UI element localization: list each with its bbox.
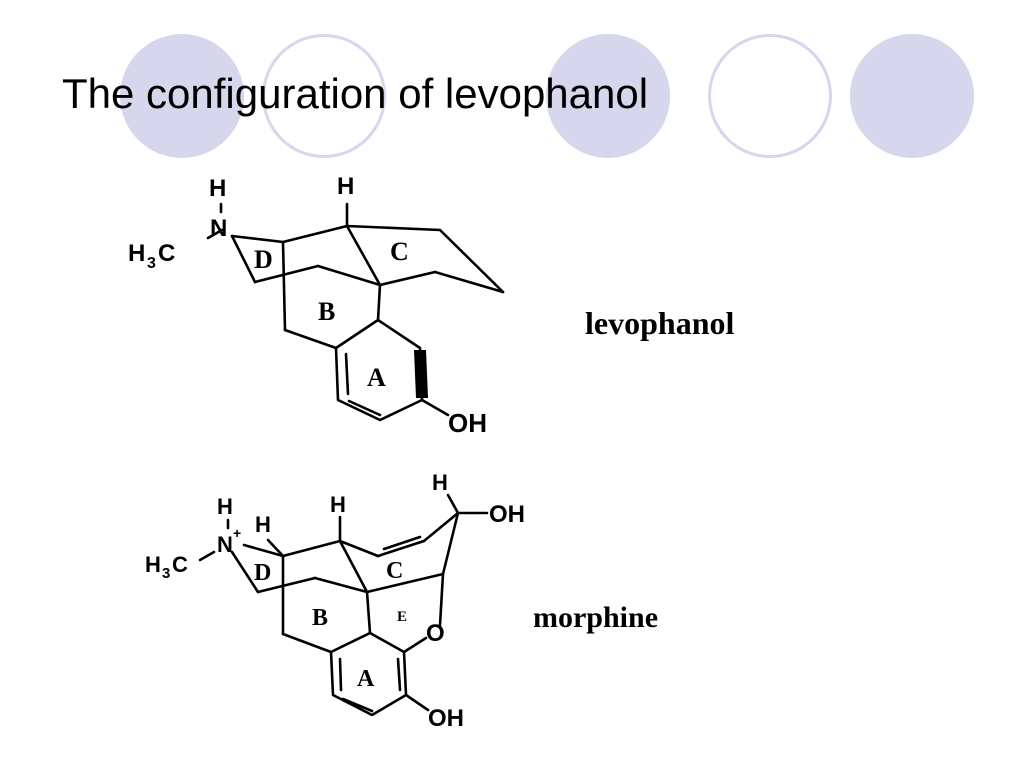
mor-bond-b7	[281, 539, 342, 558]
mor-bond-to-oh	[404, 693, 430, 712]
mor-bond-c1	[338, 539, 380, 558]
lev-bond-to-oh	[420, 398, 450, 417]
mor-atom-h3c-subscript: 3	[162, 565, 170, 582]
lev-atom-h3c-subscript: 3	[147, 255, 156, 272]
lev-wedge-bond	[414, 350, 428, 398]
decor-circle-3	[546, 34, 670, 158]
lev-bond-b6	[253, 264, 320, 284]
mor-atom-h-on-c9: H	[255, 512, 271, 537]
lev-ring-label-a: A	[367, 363, 386, 392]
lev-atom-h3c-h: H	[128, 240, 145, 267]
levophanol-structure: H N H 3 C H OH D C B A	[128, 173, 505, 438]
decor-circle-5	[850, 34, 974, 158]
lev-bond-c4	[378, 270, 437, 287]
mor-atom-oh-c6: OH	[489, 501, 525, 528]
mor-bond-b3	[365, 590, 372, 635]
mor-atom-oh-phenol: OH	[428, 705, 464, 732]
lev-bond-b3	[376, 283, 382, 322]
mor-bond-h-c9	[266, 538, 285, 558]
decor-circle-2	[262, 34, 386, 158]
mor-atom-h-c6: H	[432, 470, 448, 495]
mor-atom-charge: +	[233, 525, 241, 541]
lev-bond-b1	[283, 328, 338, 350]
lev-ring-label-c: C	[390, 237, 409, 266]
lev-bond-c2	[438, 228, 505, 294]
mor-ring-a-inner-2	[341, 697, 374, 713]
mor-ring-a-inner-3	[396, 657, 402, 692]
mor-atom-h3c-h: H	[145, 552, 161, 577]
lev-bond-b4	[345, 224, 382, 287]
mor-ring-a-inner-1	[338, 657, 343, 692]
mor-atom-o-ether: O	[426, 620, 445, 647]
morphine-structure: H N + H H 3 C H H OH O OH D C B E A	[145, 470, 525, 732]
mor-bond-d2	[242, 543, 285, 558]
mor-ring-label-c: C	[386, 558, 403, 584]
lev-bond-d1	[230, 234, 257, 284]
mor-bond-h-c6	[446, 493, 460, 515]
lev-atom-bridge-h: H	[337, 173, 354, 200]
mor-bond-c4	[441, 511, 460, 576]
decor-circle-1	[120, 34, 244, 158]
levophanol-label: levophanol	[585, 305, 735, 341]
mor-bond-c2	[376, 539, 426, 558]
mor-bond-e2	[438, 572, 445, 627]
mor-ring-label-a: A	[357, 666, 375, 692]
mor-atom-h-on-n: H	[217, 494, 233, 519]
lev-ring-a-inner-2	[347, 399, 382, 417]
lev-ring-label-b: B	[318, 297, 335, 326]
morphine-label: morphine	[533, 601, 659, 634]
slide-title: The configuration of levophanol	[62, 70, 649, 117]
lev-bond-d2	[230, 234, 285, 244]
mor-bond-b5	[313, 576, 369, 594]
mor-bond-b4	[338, 539, 369, 594]
lev-bond-nme	[206, 228, 224, 240]
lev-ring-a-inner-1	[344, 352, 350, 396]
mor-bond-nme	[198, 550, 216, 562]
lev-bond-b2	[281, 240, 287, 332]
decor-circle-4	[708, 34, 832, 158]
lev-bond-b5	[316, 264, 382, 287]
lev-atom-oh: OH	[448, 408, 487, 438]
mor-bond-c5	[365, 572, 445, 594]
lev-atom-h-on-n: H	[209, 175, 226, 202]
lev-atom-n: N	[210, 215, 227, 242]
mor-atom-bridge-h: H	[330, 492, 346, 517]
mor-bond-c3	[422, 511, 460, 543]
mor-ring-label-d: D	[254, 560, 271, 586]
lev-bond-c3	[433, 270, 505, 294]
mor-bond-c2-double	[382, 535, 422, 551]
lev-bond-c1	[345, 224, 442, 232]
lev-atom-h3c-c: C	[158, 240, 175, 267]
mor-atom-n: N	[217, 532, 233, 557]
mor-bond-e1	[402, 636, 428, 654]
lev-bond-b7	[281, 224, 349, 244]
mor-bond-b1	[281, 632, 333, 654]
mor-bond-b6	[256, 576, 317, 594]
mor-ring-label-e: E	[397, 609, 407, 625]
mor-atom-h3c-c: C	[172, 552, 188, 577]
mor-bond-d1	[230, 550, 260, 594]
lev-ring-label-d: D	[254, 245, 273, 274]
mor-ring-label-b: B	[312, 605, 328, 631]
